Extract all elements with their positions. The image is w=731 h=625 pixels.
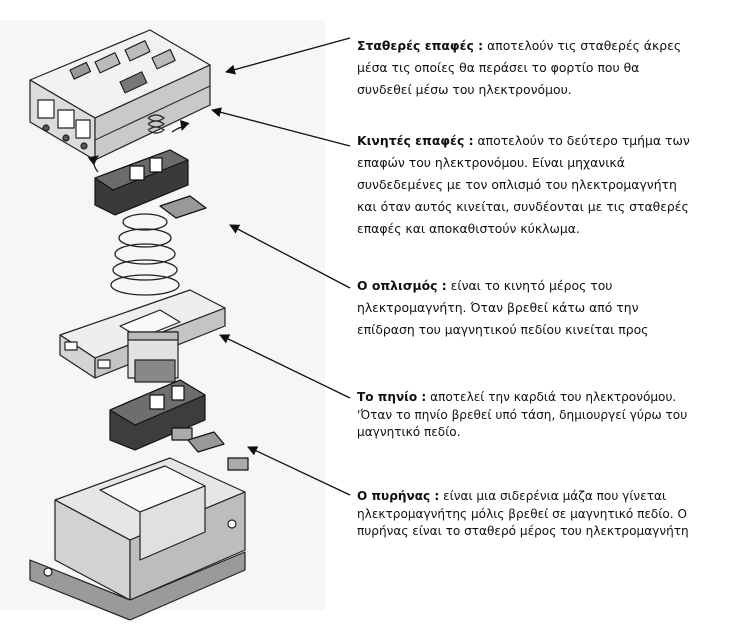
leader-arrows: [211, 37, 351, 496]
callout-text: αποτελούν το δεύτερο τμήμα των: [473, 133, 690, 148]
callout-coil: Το πηνίο : αποτελεί την καρδιά του ηλεκτ…: [357, 389, 725, 442]
callout-text: μαγνητικό πεδίο.: [357, 425, 461, 439]
term-label: Ο οπλισμός :: [357, 278, 447, 293]
callout-armature: Ο οπλισμός : είναι το κινητό μέρος του η…: [357, 275, 692, 341]
callout-text: επαφές και αποκαθιστούν κύκλωμα.: [357, 221, 580, 236]
term-label: Κινητές επαφές :: [357, 133, 474, 148]
coil: [109, 379, 249, 471]
term-label: Το πηνίο :: [357, 390, 427, 404]
callout-text: μέσα τις οποίες θα περάσει το φορτίο που…: [357, 60, 640, 75]
callout-text: επίδραση του μαγνητικού πεδίου κινείται …: [357, 322, 649, 337]
callout-fixed-contacts: Σταθερές επαφές : αποτελούν τις σταθερές…: [357, 35, 717, 101]
callout-text: είναι το κινητό μέρος του: [446, 278, 613, 293]
callout-text: επαφών του ηλεκτρονόμου. Είναι μηχανικά: [357, 155, 625, 170]
callout-text: ηλεκτρομαγνήτης μόλις βρεθεί σε μαγνητικ…: [357, 506, 688, 521]
callout-core: Ο πυρήνας : είναι μια σιδερένια μάζα που…: [357, 488, 725, 541]
armature-frame: [59, 289, 226, 383]
arrow-moving-contacts: [211, 107, 351, 147]
small-spring: [147, 114, 166, 134]
callout-text: αποτελεί την καρδιά του ηλεκτρονόμου.: [426, 390, 677, 404]
callout-text: 'Όταν το πηνίο βρεθεί υπό τάση, δημιουργ…: [357, 407, 688, 422]
callout-text: αποτελούν τις σταθερές άκρες: [483, 38, 682, 53]
core-housing: [29, 457, 246, 621]
callout-text: συνδεθεί μέσω του ηλεκτρονόμου.: [357, 82, 572, 97]
term-label: Σταθερές επαφές :: [357, 38, 484, 53]
callout-text: είναι μια σιδερένια μάζα που γίνεται: [439, 489, 667, 503]
callout-moving-contacts: Κινητές επαφές : αποτελούν το δεύτερο τμ…: [357, 130, 722, 240]
fixed-contacts-housing: [29, 29, 211, 161]
arrow-armature: [229, 224, 351, 289]
term-label: Ο πυρήνας :: [357, 489, 440, 503]
arrow-coil: [219, 334, 351, 399]
arrow-core: [247, 446, 351, 496]
callout-text: συνδεδεμένες με τον οπλισμό του ηλεκτρομ…: [357, 177, 677, 192]
moving-contacts: [94, 149, 207, 219]
arrow-fixed-contacts: [225, 37, 351, 75]
callout-text: ηλεκτρομαγνήτη. Όταν βρεθεί κάτω από την: [357, 300, 639, 315]
return-spring: [110, 213, 180, 296]
callout-text: πυρήνας είναι το σταθερό μέρος του ηλεκτ…: [357, 524, 689, 538]
callout-text: και όταν αυτός κινείται, συνδέονται με τ…: [357, 199, 689, 214]
